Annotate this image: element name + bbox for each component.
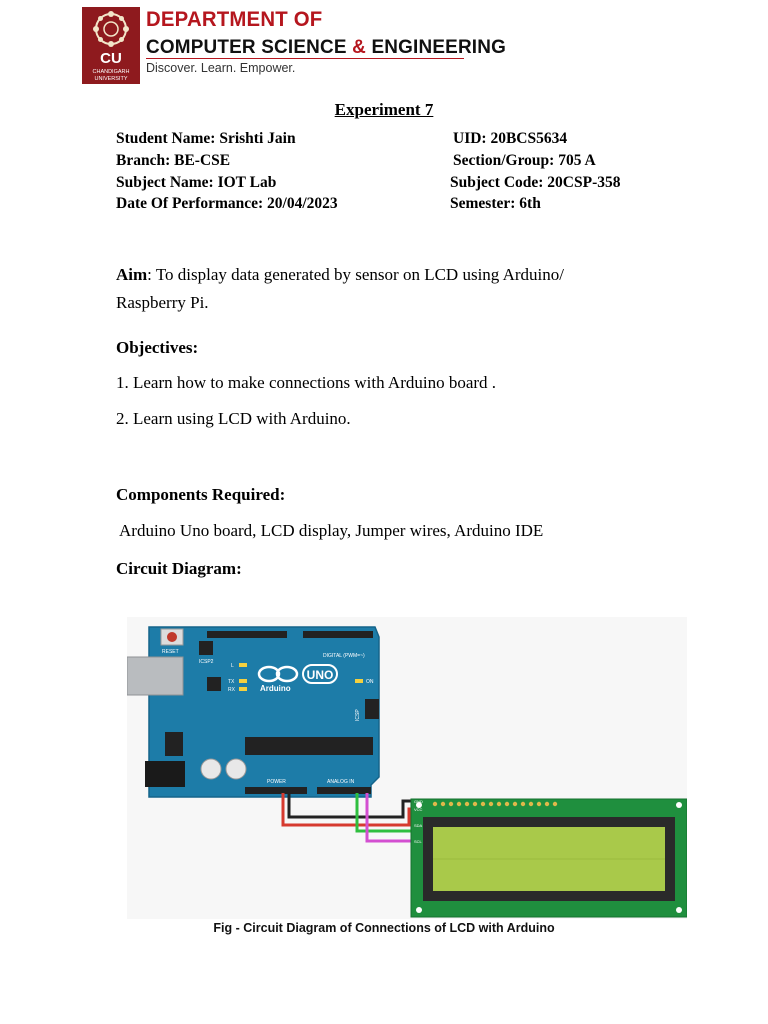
department-heading: DEPARTMENT OF xyxy=(146,8,323,31)
objective-item: 2. Learn using LCD with Arduino. xyxy=(116,409,351,428)
branch: Branch: BE-CSE xyxy=(116,152,231,169)
svg-text:ANALOG IN: ANALOG IN xyxy=(327,779,355,785)
svg-text:TX: TX xyxy=(228,679,235,685)
circuit-diagram: RESET ICSP2 DIGITAL (PWM=~) L TX RX ON xyxy=(126,617,688,919)
svg-text:SCL: SCL xyxy=(414,839,423,844)
uid: UID: 20BCS5634 xyxy=(453,130,568,147)
svg-text:ON: ON xyxy=(366,679,374,685)
semester: Semester: 6th xyxy=(450,195,541,212)
arduino-logo-icon: UNO Arduino xyxy=(257,664,338,693)
arduino-uno-board: RESET ICSP2 DIGITAL (PWM=~) L TX RX ON xyxy=(126,626,380,798)
university-logo: CU CHANDIGARH UNIVERSITY xyxy=(82,7,140,84)
svg-text:UNIVERSITY: UNIVERSITY xyxy=(94,76,127,82)
date-of-performance: Date Of Performance: 20/04/2023 xyxy=(116,195,338,212)
aim-line-1: Aim: To display data generated by sensor… xyxy=(116,265,564,284)
subject-name: Subject Name: IOT Lab xyxy=(116,174,277,191)
svg-text:GND: GND xyxy=(414,799,423,804)
objectives-heading: Objectives: xyxy=(116,338,199,357)
svg-text:ICSP: ICSP xyxy=(355,709,361,721)
section-group: Section/Group: 705 A xyxy=(453,152,596,169)
svg-text:L: L xyxy=(231,663,234,669)
logo-text: CU xyxy=(100,50,122,67)
subject-code: Subject Code: 20CSP-358 xyxy=(450,174,621,191)
header-rule xyxy=(146,58,464,59)
objective-item: 1. Learn how to make connections with Ar… xyxy=(116,373,497,392)
svg-text:SDA: SDA xyxy=(414,823,423,828)
svg-text:RX: RX xyxy=(228,687,236,693)
department-subheading: COMPUTER SCIENCE & ENGINEERING xyxy=(146,36,507,58)
components-list: Arduino Uno board, LCD display, Jumper w… xyxy=(119,521,544,540)
aim-label: Aim xyxy=(116,265,148,284)
digital-label: DIGITAL (PWM=~) xyxy=(323,653,365,659)
icsp2-label: ICSP2 xyxy=(199,659,214,665)
svg-text:Arduino: Arduino xyxy=(260,684,291,693)
svg-text:POWER: POWER xyxy=(267,779,286,785)
student-name: Student Name: Srishti Jain xyxy=(116,130,296,147)
tagline: Discover. Learn. Empower. xyxy=(146,61,296,75)
figure-caption: Fig - Circuit Diagram of Connections of … xyxy=(213,921,555,935)
svg-text:VCC: VCC xyxy=(414,807,423,812)
circuit-heading: Circuit Diagram: xyxy=(116,559,242,578)
svg-text:CHANDIGARH: CHANDIGARH xyxy=(93,69,130,75)
components-heading: Components Required: xyxy=(116,485,286,504)
experiment-title: Experiment 7 xyxy=(334,100,434,119)
svg-text:UNO: UNO xyxy=(307,668,334,682)
reset-label: RESET xyxy=(162,649,179,655)
lcd-display-module: GND VCC SDA SCL xyxy=(410,798,688,918)
aim-line-2: Raspberry Pi. xyxy=(116,293,209,312)
